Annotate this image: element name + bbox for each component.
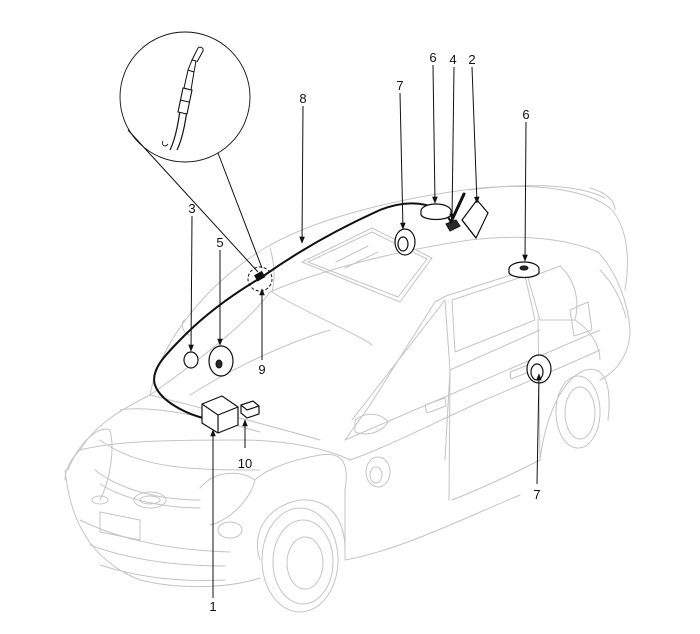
rear-speaker-upper <box>394 228 416 256</box>
callout-9: 9 <box>258 362 265 377</box>
callout-8: 8 <box>299 91 306 106</box>
callout-labels: 1 2 3 4 5 6 6 7 7 8 9 10 <box>188 50 540 614</box>
audio-unit <box>201 395 239 434</box>
callout-6-right: 6 <box>522 107 529 122</box>
callout-4: 4 <box>449 52 456 67</box>
callout-3: 3 <box>188 201 195 216</box>
front-speaker <box>208 345 234 377</box>
detail-inset <box>119 31 263 273</box>
callout-2: 2 <box>468 52 475 67</box>
auxiliary-module <box>240 400 260 419</box>
amplifier <box>461 199 489 240</box>
leader-lines <box>188 64 542 598</box>
callout-1: 1 <box>209 599 216 614</box>
cable-connector <box>254 270 266 282</box>
roof-speaker-right <box>508 261 540 279</box>
roof-speaker-left <box>420 203 452 221</box>
tweeter-speaker <box>183 351 199 369</box>
callout-7-upper: 7 <box>396 78 403 93</box>
callout-10: 10 <box>238 456 252 471</box>
callout-7-lower: 7 <box>533 487 540 502</box>
vehicle-outline <box>64 185 631 613</box>
callout-5: 5 <box>216 235 223 250</box>
junction-detail-circle <box>247 266 273 292</box>
callout-6-left: 6 <box>429 50 436 65</box>
front-door-speaker <box>365 456 391 488</box>
